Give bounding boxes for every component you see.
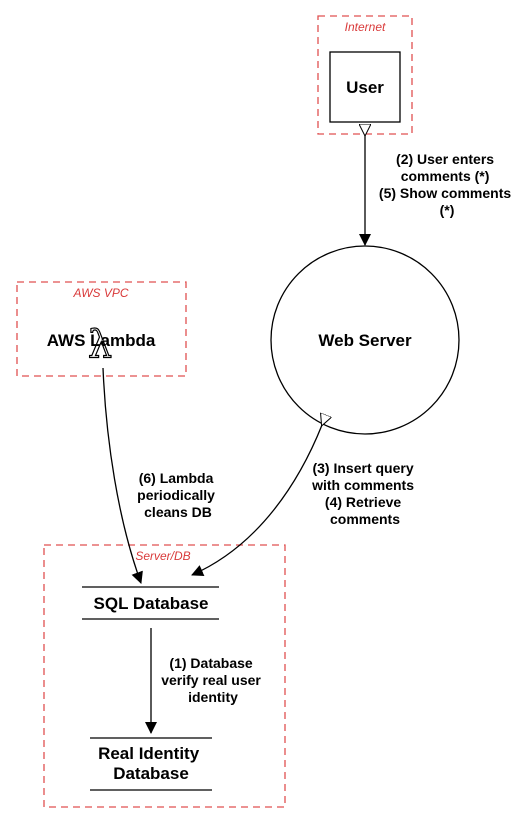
flow-label-line: periodically [137,487,215,503]
flow-label-line: comments (*) [401,168,490,184]
lambda-icon: λ [88,322,112,366]
user-node[interactable]: User [329,51,401,123]
flow-label-line: (*) [440,202,455,218]
sql-identity-flow[interactable]: (1) Database verify real user identity [145,628,265,734]
web-server-sql-flow-label: (3) Insert query with comments (4) Retri… [311,460,418,527]
real-identity-database-line: Database [113,764,189,783]
real-identity-database-label: Real Identity Database [98,744,204,783]
user-web-server-flow[interactable]: (2) User enters comments (*) (5) Show co… [365,135,515,245]
flow-label-line: (5) Show comments [379,185,511,201]
lambda-sql-flow-label: (6) Lambda periodically cleans DB [137,470,219,520]
flow-label-line: cleans DB [144,504,212,520]
aws-vpc-boundary-label: AWS VPC [72,286,128,300]
sql-database-label: SQL Database [94,594,209,613]
web-server-sql-flow[interactable]: (3) Insert query with comments (4) Retri… [192,425,418,575]
lambda-sql-flow[interactable]: (6) Lambda periodically cleans DB [102,367,219,584]
flow-label-line: (6) Lambda [139,470,214,486]
user-label: User [346,78,384,97]
web-server-node[interactable]: Web Server [270,245,460,435]
real-identity-database-node[interactable]: Real Identity Database [90,737,212,791]
server-db-boundary: Server/DB [43,544,286,808]
real-identity-database-line: Real Identity [98,744,200,763]
flow-label-line: with comments [311,477,414,493]
flow-label-line: identity [188,689,238,705]
flow-label-line: (1) Database [169,655,252,671]
flow-label-line: (2) User enters [396,151,494,167]
aws-lambda-node[interactable]: λ AWS Lambda [47,321,156,366]
aws-lambda-label: AWS Lambda [47,331,156,350]
server-db-boundary-label: Server/DB [135,549,190,563]
aws-vpc-boundary: AWS VPC [16,281,187,377]
flow-label-line: comments [330,511,400,527]
web-server-label: Web Server [318,331,412,350]
flow-label-line: verify real user [161,672,261,688]
internet-boundary-label: Internet [345,20,386,34]
sql-identity-flow-label: (1) Database verify real user identity [161,655,265,705]
flow-label-line: (4) Retrieve [325,494,401,510]
user-web-server-flow-label: (2) User enters comments (*) (5) Show co… [379,151,515,218]
flow-label-line: (3) Insert query [312,460,413,476]
sql-database-node[interactable]: SQL Database [82,586,219,620]
